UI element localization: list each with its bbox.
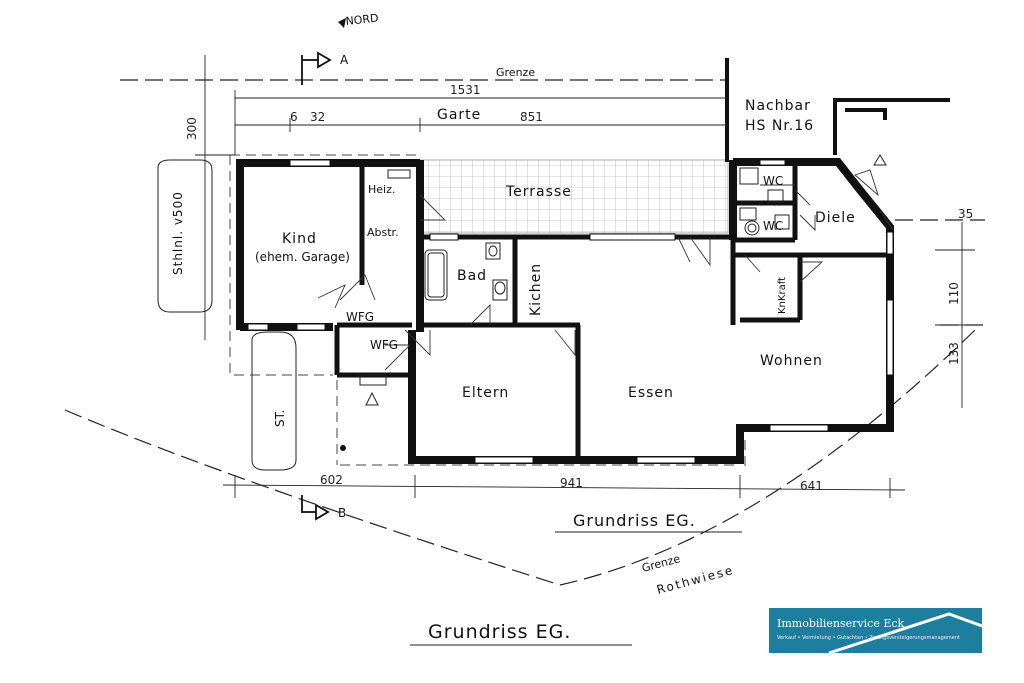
room-abstr-label: Abstr. xyxy=(367,226,399,239)
neighbour-label-2: HS Nr.16 xyxy=(745,118,814,134)
room-kind-sub-label: (ehem. Garage) xyxy=(255,250,350,264)
dim-133: 133 xyxy=(947,342,961,365)
boundary-bottom-label: Grenze xyxy=(640,552,681,575)
dimension-lines xyxy=(195,55,975,646)
logo-roof-graphic xyxy=(828,612,982,653)
inner-title: Grundriss EG. xyxy=(573,511,696,530)
building-outline-dashed xyxy=(229,154,746,466)
room-wfg2-label: WFG xyxy=(370,338,398,352)
dim-32: 32 xyxy=(310,110,325,124)
dim-941: 941 xyxy=(560,476,583,490)
room-eltern-label: Eltern xyxy=(462,385,509,401)
room-kind-label: Kind xyxy=(282,231,317,247)
entrance-markers xyxy=(365,154,887,406)
room-heiz-label: Heiz. xyxy=(368,183,395,196)
fixtures xyxy=(157,159,790,471)
windows xyxy=(247,159,894,464)
room-wfg1-label: WFG xyxy=(346,310,374,324)
company-logo: Immobilienservice Eck Verkauf • Vermietu… xyxy=(769,608,982,653)
boundary-top-label: Grenze xyxy=(496,66,535,79)
door-swings xyxy=(317,169,894,371)
dim-110: 110 xyxy=(947,282,961,305)
room-diele-label: Diele xyxy=(815,210,856,226)
room-wc2-label: WC xyxy=(763,219,783,233)
north-label: NORD xyxy=(345,12,379,28)
terrace-label: Terrasse xyxy=(505,184,572,200)
terrace-tiles xyxy=(419,159,729,234)
neighbour-label-1: Nachbar xyxy=(745,98,811,114)
logo-company-name: Immobilienservice Eck xyxy=(777,617,905,630)
neighbour-walls xyxy=(725,58,950,162)
dim-6: 6 xyxy=(290,110,298,124)
parking-label: Sthlnl. v500 xyxy=(171,191,185,275)
room-essen-label: Essen xyxy=(628,385,674,401)
garden-label: Garte xyxy=(437,107,481,123)
interior-walls xyxy=(334,162,890,460)
section-markers xyxy=(301,51,332,521)
north-icon xyxy=(338,18,346,28)
section-b-label: B xyxy=(338,506,346,520)
room-knkraft-label: KnKraft xyxy=(777,277,788,314)
section-a-label: A xyxy=(340,53,349,67)
room-wohnen-label: Wohnen xyxy=(760,353,823,369)
dim-1531: 1531 xyxy=(450,83,481,97)
boundary-lines xyxy=(64,79,985,586)
dim-641: 641 xyxy=(800,479,823,493)
dim-602: 602 xyxy=(320,473,343,487)
logo-tagline: Verkauf • Vermietung • Gutachten • Zwang… xyxy=(777,635,960,641)
page-title: Grundriss EG. xyxy=(428,621,571,643)
room-kitchen-label: Kichen xyxy=(528,263,544,316)
st-label: ST. xyxy=(273,410,287,427)
entrance-dot xyxy=(340,445,346,451)
dim-851: 851 xyxy=(520,110,543,124)
room-bad-label: Bad xyxy=(457,268,487,284)
room-wc1-label: WC xyxy=(763,174,783,188)
dim-300: 300 xyxy=(185,117,199,140)
dim-35: 35 xyxy=(958,207,973,221)
